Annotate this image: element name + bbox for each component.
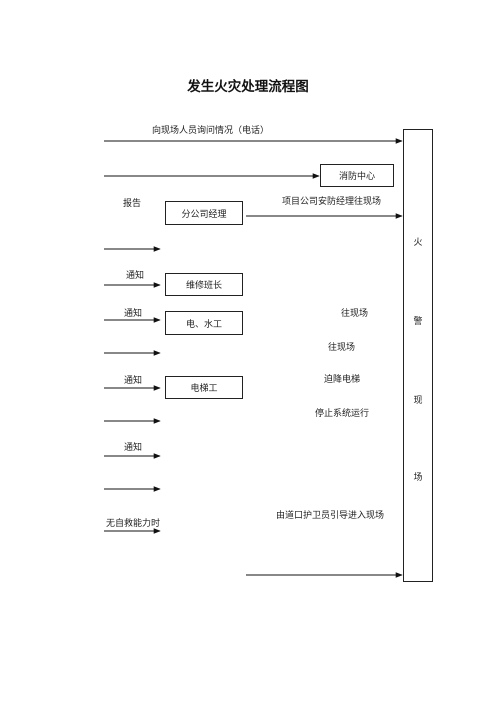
label-guard-guide: 由道口护卫员引导进入现场	[276, 511, 385, 521]
label-stop-system: 停止系统运行	[315, 409, 370, 419]
label-to-site-1: 往现场	[341, 309, 369, 319]
label-notify-2: 通知	[124, 309, 143, 319]
box-maintenance-leader: 维修班长	[165, 273, 243, 296]
box-fire-center: 消防中心	[320, 164, 394, 187]
label-to-site-2: 往现场	[328, 343, 356, 353]
box-fire-scene: 火 警 现 场	[403, 129, 433, 582]
box-branch-manager: 分公司经理	[165, 201, 243, 225]
fire-scene-char-2: 警	[413, 317, 423, 327]
label-project-manager: 项目公司安防经理往现场	[282, 197, 382, 207]
fire-scene-char-1: 火	[413, 238, 423, 248]
page-title: 发生火灾处理流程图	[187, 79, 309, 95]
fire-scene-char-4: 场	[413, 473, 423, 483]
box-elevator-worker: 电梯工	[165, 376, 243, 399]
label-lower-elevator: 迫降电梯	[324, 375, 361, 385]
label-no-self-rescue: 无自救能力时	[106, 519, 161, 529]
fire-scene-char-3: 现	[413, 396, 423, 406]
label-notify-4: 通知	[124, 443, 143, 453]
label-inquire: 向现场人员询问情况（电话）	[152, 126, 270, 136]
label-report: 报告	[123, 199, 142, 209]
box-electrician: 电、水工	[165, 311, 243, 335]
label-notify-1: 通知	[126, 271, 145, 281]
label-notify-3: 通知	[124, 376, 143, 386]
